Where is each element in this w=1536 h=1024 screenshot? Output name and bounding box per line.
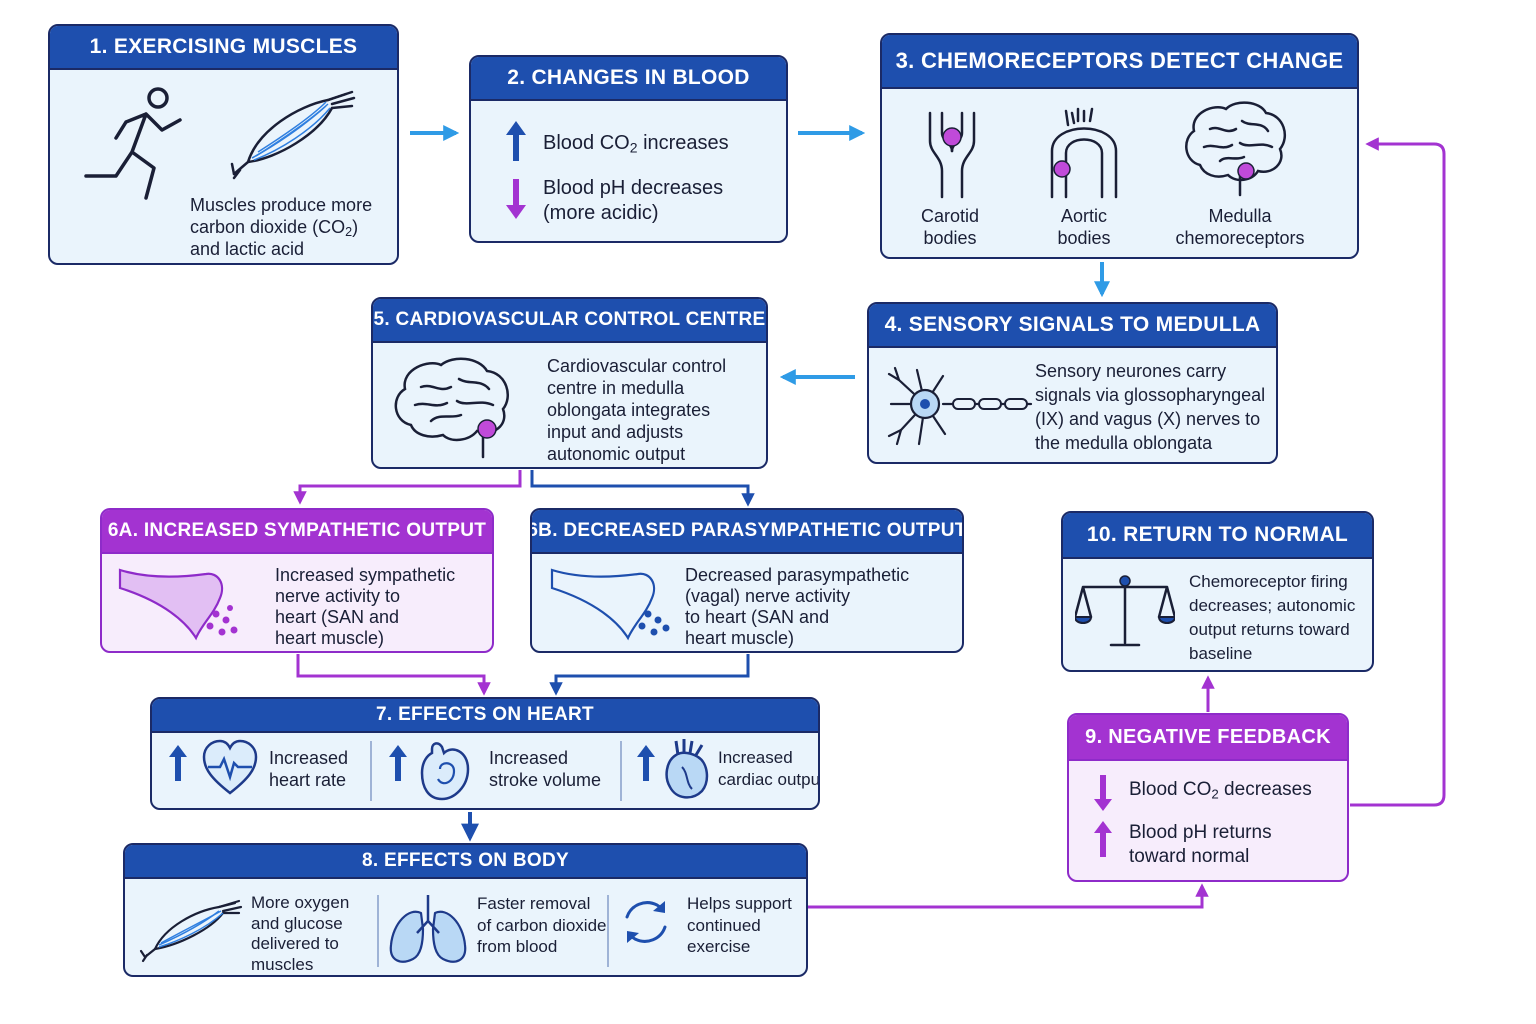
divider (370, 741, 372, 801)
box6a-line-1: Increased sympathetic (275, 565, 456, 585)
arrow-6a-to-7 (296, 654, 491, 696)
arrow-down-icon (506, 179, 526, 219)
carotid-body-icon (928, 111, 976, 199)
box6a-line-3: heart (SAN and (275, 607, 400, 627)
box5-line-3: oblongata integrates (547, 400, 711, 420)
box-exercising-muscles: 1. EXERCISING MUSCLES Muscles produce mo… (48, 24, 399, 265)
box-title: 9. NEGATIVE FEEDBACK (1069, 715, 1347, 761)
box-title: 10. RETURN TO NORMAL (1063, 513, 1372, 559)
arrow-up-icon (169, 745, 187, 781)
box5-line-1: Cardiovascular control (547, 356, 727, 376)
arrow-5-to-6a (293, 470, 522, 505)
box4-line-2: signals via glossopharyngeal (1035, 385, 1266, 405)
box4-line-3: (IX) and vagus (X) nerves to (1035, 409, 1261, 429)
arrow-up-icon (389, 745, 407, 781)
arrow-9-to-3 (1350, 137, 1446, 807)
box-title: 8. EFFECTS ON BODY (125, 845, 806, 879)
box-title: 6A. INCREASED SYMPATHETIC OUTPUT (102, 510, 492, 554)
balance-scale-icon (1075, 575, 1175, 647)
muscle-icon (230, 90, 356, 180)
box6b-line-1: Decreased parasympathetic (685, 565, 910, 585)
anatomical-heart-icon (665, 739, 709, 799)
box-sensory-signals: 4. SENSORY SIGNALS TO MEDULLA Sensory ne… (867, 302, 1278, 464)
arrow-down-icon (1094, 775, 1112, 811)
arrow-up-icon (637, 745, 655, 781)
box1-line-3: and lactic acid (190, 239, 305, 259)
box-sympathetic-output: 6A. INCREASED SYMPATHETIC OUTPUT Increas… (100, 508, 494, 653)
box-title: 7. EFFECTS ON HEART (152, 699, 818, 733)
aortic-arch-icon (1050, 107, 1118, 199)
box-cardiovascular-control-centre: 5. CARDIOVASCULAR CONTROL CENTRE Cardiov… (371, 297, 768, 469)
heart-icon (420, 742, 470, 801)
box10-line-1: Chemoreceptor firing (1189, 572, 1348, 591)
divider (607, 895, 609, 967)
arrow-6b-to-7 (549, 654, 750, 696)
box10-line-2: decreases; autonomic (1189, 596, 1356, 615)
box4-line-4: the medulla oblongata (1035, 433, 1213, 453)
blood-ph-decreases: Blood pH decreases (543, 177, 724, 199)
box6a-line-2: nerve activity to (275, 586, 401, 606)
arrow-up-icon (1094, 821, 1112, 857)
blood-ph-acidic: (more acidic) (543, 202, 659, 224)
cycle-arrows-icon (625, 901, 667, 943)
box5-line-4: input and adjusts (547, 422, 684, 442)
arrow-8-to-9 (808, 883, 1209, 909)
runner-icon (84, 87, 182, 200)
blood-co2-decreases: Blood CO2 decreases (1129, 779, 1312, 802)
box6a-line-4: heart muscle) (275, 628, 385, 648)
box-title: 3. CHEMORECEPTORS DETECT CHANGE (882, 35, 1357, 89)
box-title: 2. CHANGES IN BLOOD (471, 57, 786, 101)
box1-line-2: carbon dioxide (CO2) (190, 217, 359, 240)
nerve-terminal-icon (118, 568, 238, 641)
box5-line-2: centre in medulla (547, 378, 685, 398)
box6b-line-2: (vagal) nerve activity (685, 586, 851, 606)
box10-line-3: output returns toward (1189, 620, 1350, 639)
box10-line-4: baseline (1189, 644, 1253, 663)
box-title: 1. EXERCISING MUSCLES (50, 26, 397, 70)
box4-line-1: Sensory neurones carry (1035, 361, 1227, 381)
arrow-up-icon (506, 121, 526, 161)
divider (377, 895, 379, 967)
box-changes-in-blood: 2. CHANGES IN BLOOD Blood CO2 increases … (469, 55, 788, 243)
lungs-icon (389, 895, 467, 963)
nerve-terminal-icon (550, 568, 670, 641)
divider (620, 741, 622, 801)
arrow-5-to-6b (530, 470, 755, 507)
box6b-line-3: to heart (SAN and (685, 607, 830, 627)
box1-line-1: Muscles produce more (190, 195, 373, 215)
heart-rate-icon (202, 739, 258, 795)
muscle-icon (139, 899, 243, 963)
box-title: 6B. DECREASED PARASYMPATHETIC OUTPUT (532, 510, 962, 554)
box-title: 4. SENSORY SIGNALS TO MEDULLA (869, 304, 1276, 348)
box-negative-feedback: 9. NEGATIVE FEEDBACK Blood CO2 decreases… (1067, 713, 1349, 882)
box-title: 5. CARDIOVASCULAR CONTROL CENTRE (373, 299, 766, 343)
blood-co2-increases: Blood CO2 increases (543, 132, 729, 156)
brain-icon (394, 357, 509, 459)
box-return-to-normal: 10. RETURN TO NORMAL Chemoreceptor firin… (1061, 511, 1374, 672)
neuron-icon (887, 366, 1033, 446)
box5-line-5: autonomic output (547, 444, 686, 464)
brain-icon (1185, 101, 1286, 197)
box6b-line-4: heart muscle) (685, 628, 795, 648)
box-parasympathetic-output: 6B. DECREASED PARASYMPATHETIC OUTPUT Dec… (530, 508, 964, 653)
